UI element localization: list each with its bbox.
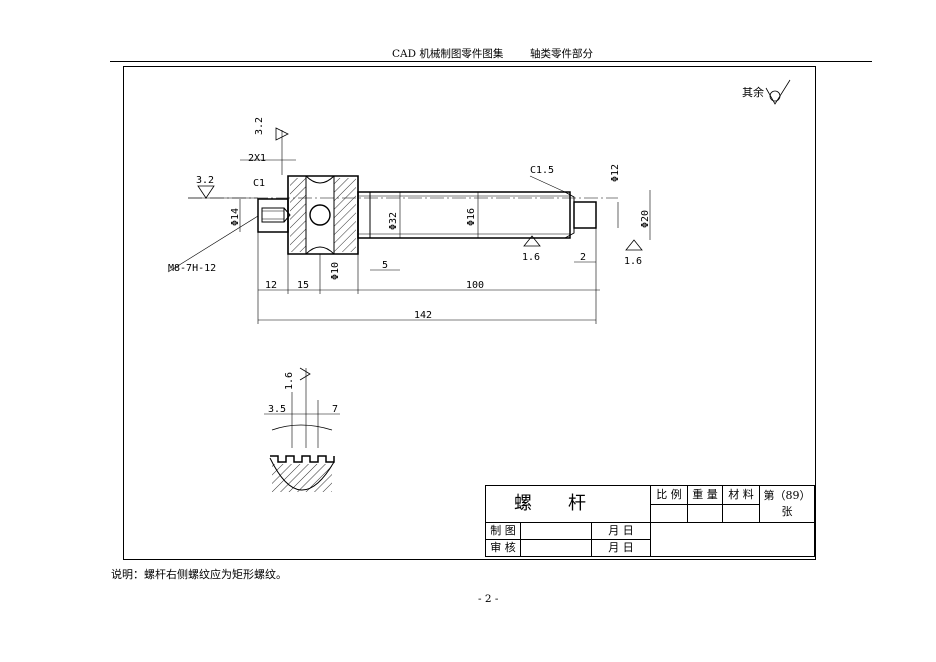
page-number: - 2 - [478,593,499,605]
dim-len-142: 142 [414,310,432,321]
drawn-date: 月 日 [591,522,651,540]
dim-rough-left: 3.2 [196,175,214,186]
dim-dia-16: Φ16 [466,208,477,226]
roughness-symbol-icon [765,79,791,105]
dimension-texts: 3.2 2X1 3.2 C1 Φ14 M8-7H-12 Φ32 Φ16 Φ10 … [168,117,651,321]
dim-rough-16b: 1.6 [624,256,642,267]
dim-dia-20: Φ20 [640,210,651,228]
title-block: 螺杆 比 例 重 量 材 料 第（89）张 制 图 月 日 审 核 月 日 [485,485,815,557]
dim-len-100: 100 [466,280,484,291]
dim-5: 5 [382,260,388,271]
weight-label: 重 量 [687,485,723,505]
dim-chamfer-c15: C1.5 [530,165,554,176]
detail-rough: 1.6 [284,372,295,390]
company-cell [650,522,815,557]
drawn-label: 制 图 [485,522,521,540]
checked-date: 月 日 [591,539,651,557]
checked-value [520,539,592,557]
detail-dimension-texts: 1.6 3.5 7 [268,372,338,415]
header-title: CAD 机械制图零件图集 [392,48,504,60]
dim-dia-32: Φ32 [388,212,399,230]
dim-chamfer-2x1: 2X1 [248,153,266,164]
drawn-value [520,522,592,540]
thread-detail-view [264,367,340,492]
detail-dim-35: 3.5 [268,404,286,415]
dim-dia-12: Φ12 [610,164,621,182]
sheet-number: 第（89）张 [759,485,815,523]
material-value [722,503,760,523]
dim-2: 2 [580,252,586,263]
dim-len-15: 15 [297,280,309,291]
roughness-marks-icon [197,127,643,251]
dim-rough-top: 3.2 [254,117,265,135]
dim-dia-14: Φ14 [230,208,241,226]
detail-dim-7: 7 [332,404,338,415]
scale-value [650,503,688,523]
dimension-lines [167,130,651,324]
scale-label: 比 例 [650,485,688,505]
dim-len-12: 12 [265,280,277,291]
checked-label: 审 核 [485,539,521,557]
footer-note: 说明：螺杆右侧螺纹应为矩形螺纹。 [111,568,287,581]
material-label: 材 料 [722,485,760,505]
dim-chamfer-c1: C1 [253,178,265,189]
bolt-main-view [188,175,618,255]
weight-value [687,503,723,523]
header-section: 轴类零件部分 [530,48,593,60]
dim-dia-10: Φ10 [330,262,341,280]
roughness-note: 其余 [742,85,764,99]
dim-thread-m8: M8-7H-12 [168,263,216,274]
drawing-frame [123,66,816,560]
part-name: 螺杆 [485,485,651,523]
header-rule [110,61,872,62]
dim-rough-16a: 1.6 [522,252,540,263]
